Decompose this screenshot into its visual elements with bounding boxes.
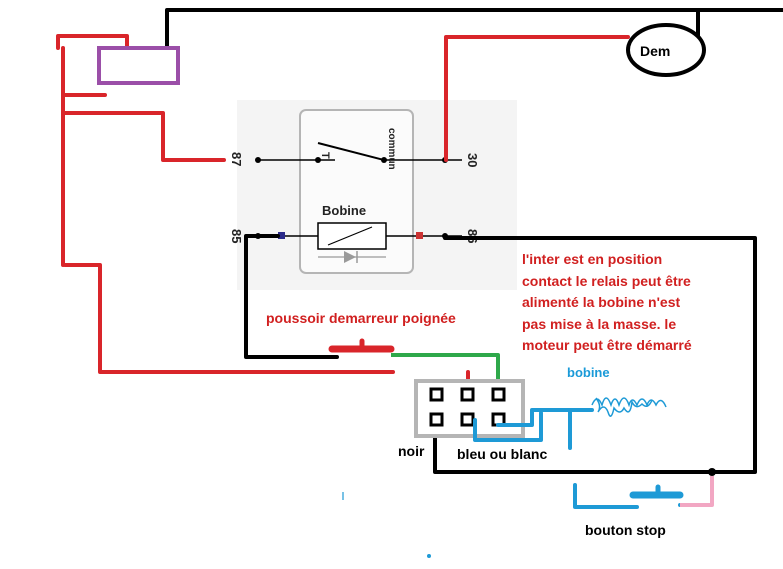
pin-86-marker	[416, 232, 423, 239]
red-wire-to-87	[61, 111, 226, 162]
red-wire-to-connector	[63, 263, 395, 374]
ground-junction	[708, 468, 716, 476]
explanation-line-3: alimenté la bobine n'est	[522, 294, 680, 310]
pin-87-label: 87	[229, 152, 244, 166]
switch-label: T	[319, 152, 331, 159]
motor-label: Dem	[640, 43, 670, 59]
blue-dot	[427, 554, 431, 558]
pin-30-label: 30	[465, 153, 480, 167]
relay-diode-icon	[344, 251, 356, 263]
relay-panel: Bobine T commun 87 85 30 86	[229, 100, 517, 290]
coil-blue-label: bobine	[567, 365, 610, 380]
explanation-line-1: l'inter est en position	[522, 251, 662, 267]
coil-label: Bobine	[322, 203, 366, 218]
start-button-label: poussoir demarreur poignée	[266, 310, 456, 326]
connector-pin-2	[460, 387, 475, 402]
pin-85-marker	[278, 232, 285, 239]
stop-button-label: bouton stop	[585, 522, 666, 538]
connector-block	[414, 379, 525, 438]
motor-dem	[626, 23, 706, 77]
switch-fixed-contact	[315, 157, 321, 163]
connector-pin-5	[460, 412, 475, 427]
pin-85-label: 85	[229, 229, 244, 243]
blue-wire-to-stop	[573, 483, 639, 509]
explanation-line-5: moteur peut être démarré	[522, 337, 692, 353]
pink-wire	[680, 476, 714, 507]
explanation-text: l'inter est en position contact le relai…	[522, 251, 692, 353]
pin-87-terminal	[255, 157, 261, 163]
connector-pin-1	[429, 387, 444, 402]
purple-component	[97, 46, 180, 85]
blue-wire-to-coil	[496, 408, 594, 427]
relay-coil-diagonal	[327, 226, 373, 246]
connector-pin-3	[491, 387, 506, 402]
red-wire-purple-top	[56, 34, 129, 50]
connector-pin-4	[429, 412, 444, 427]
explanation-line-2: contact le relais peut être	[522, 273, 691, 289]
switch-common-contact	[381, 157, 387, 163]
red-wire-30-to-motor	[444, 35, 630, 162]
wire-noir-label: noir	[398, 443, 425, 459]
wire-bleu-label: bleu ou blanc	[457, 446, 547, 462]
black-wire-top	[165, 8, 783, 48]
blue-wires	[473, 408, 692, 509]
black-wire-86-loop	[433, 236, 757, 474]
black-wire-85-to-button	[244, 234, 339, 359]
relay-switch-blade	[317, 142, 385, 161]
common-label: commun	[386, 128, 397, 170]
blue-wire-loop	[473, 411, 543, 442]
explanation-line-4: pas mise à la masse. le	[522, 316, 676, 332]
coil-scribble	[591, 397, 667, 417]
